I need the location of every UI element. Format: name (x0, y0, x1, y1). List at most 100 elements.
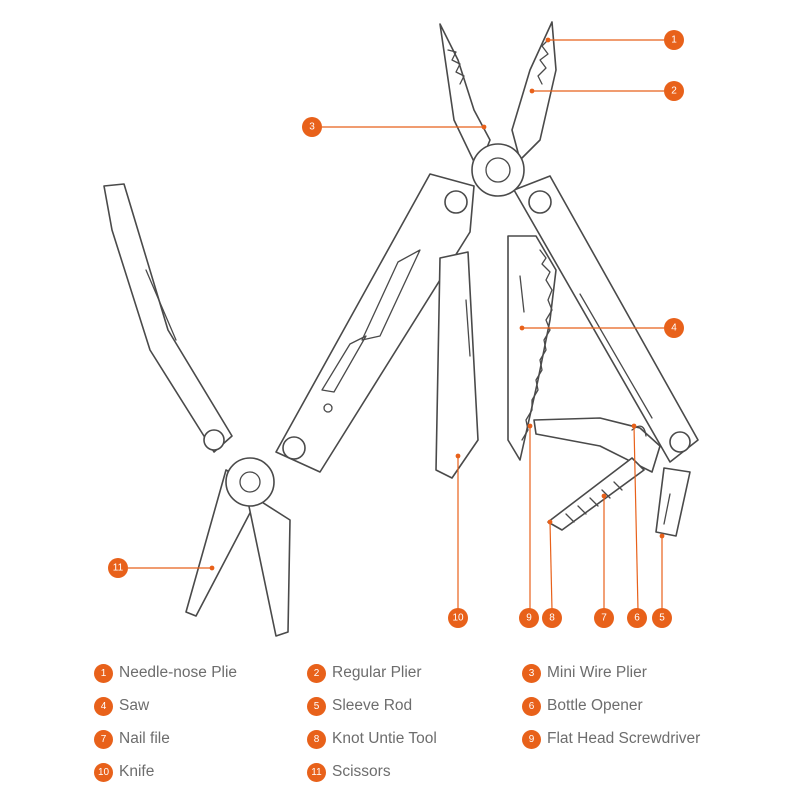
middle-handle-rivet (282, 436, 306, 460)
svg-text:4: 4 (671, 323, 677, 334)
svg-text:11: 11 (113, 563, 124, 574)
callout-badge-3: 3 (302, 117, 322, 137)
saw-slot (519, 275, 525, 313)
legend-item: 10 Knife (94, 760, 154, 784)
callout-badge-8: 8 (542, 608, 562, 628)
anchor-4 (519, 325, 525, 331)
legend-label: Nail file (119, 730, 170, 747)
svg-text:9: 9 (526, 613, 532, 624)
plier-pivot-inner (485, 157, 511, 183)
legend-label: Regular Plier (332, 664, 422, 681)
bottle-opener-arm (533, 417, 661, 473)
legend-badge: 8 (307, 729, 326, 749)
legend-badge: 6 (522, 696, 541, 716)
legend-badge: 11 (307, 762, 326, 782)
knife-blade-groove (465, 299, 471, 357)
legend: 1 Needle-nose Plie 2 Regular Plier 3 Min… (0, 655, 800, 795)
legend-badge: 9 (522, 729, 541, 749)
anchor-8 (547, 519, 553, 525)
sleeve-rod-slot (663, 493, 671, 525)
svg-text:6: 6 (634, 613, 640, 624)
middle-handle-slot-1 (361, 249, 421, 341)
middle-handle-hole (323, 403, 333, 413)
legend-badge: 4 (94, 696, 113, 716)
anchor-3 (481, 124, 487, 130)
middle-handle-slot-2 (321, 335, 367, 393)
anchor-1 (545, 37, 551, 43)
callout-lines (128, 37, 665, 611)
legend-badge: 3 (522, 663, 541, 683)
legend-item: 9 Flat Head Screwdriver (522, 727, 700, 751)
saw-teeth (521, 249, 553, 441)
legend-item: 11 Scissors (307, 760, 391, 784)
legend-label: Bottle Opener (547, 697, 643, 714)
anchor-10 (455, 453, 461, 459)
legend-item: 2 Regular Plier (307, 661, 422, 685)
callout-badge-7: 7 (594, 608, 614, 628)
middle-handle-top-rivet (444, 190, 468, 214)
legend-badge: 5 (307, 696, 326, 716)
scissors-blade-right (245, 491, 291, 637)
legend-item: 8 Knot Untie Tool (307, 727, 437, 751)
legend-label: Knife (119, 763, 155, 780)
legend-label: Scissors (332, 763, 391, 780)
right-handle (513, 175, 699, 463)
middle-handle (275, 173, 475, 473)
callout-badge-6: 6 (627, 608, 647, 628)
multitool-illustration: 1 2 3 4 5 6 7 8 9 10 11 (103, 21, 699, 637)
plier-teeth-left (447, 49, 465, 85)
plier-pivot (471, 143, 525, 197)
svg-text:5: 5 (659, 613, 665, 624)
legend-item: 4 Saw (94, 694, 149, 718)
callout-badge-9: 9 (519, 608, 539, 628)
legend-item: 5 Sleeve Rod (307, 694, 412, 718)
right-handle-rail (579, 293, 653, 419)
saw-blade (507, 235, 557, 461)
legend-label: Mini Wire Plier (547, 664, 647, 681)
legend-label: Sleeve Rod (332, 697, 413, 714)
plier-jaw-left (439, 23, 491, 171)
right-handle-bottom-rivet (669, 431, 691, 453)
scissors-pivot (225, 457, 275, 507)
legend-badge: 2 (307, 663, 326, 683)
legend-item: 3 Mini Wire Plier (522, 661, 647, 685)
left-handle-slot (145, 269, 177, 341)
legend-item: 7 Nail file (94, 727, 170, 751)
legend-label: Flat Head Screwdriver (547, 730, 701, 747)
scissors-pivot-inner (239, 471, 261, 493)
nail-file (547, 457, 645, 531)
svg-text:3: 3 (309, 122, 315, 133)
legend-item: 1 Needle-nose Plie (94, 661, 237, 685)
legend-item: 6 Bottle Opener (522, 694, 643, 718)
scissors-rivet (203, 429, 225, 451)
callout-badge-11: 11 (108, 558, 128, 578)
legend-badge: 7 (94, 729, 113, 749)
legend-label: Knot Untie Tool (332, 730, 437, 747)
anchor-2 (529, 88, 535, 94)
left-handle (103, 183, 233, 453)
callout-badge-1: 1 (664, 30, 684, 50)
plier-teeth-right (537, 39, 549, 85)
anchor-6 (631, 423, 637, 429)
leader-6 (633, 425, 639, 611)
callout-badge-2: 2 (664, 81, 684, 101)
svg-text:2: 2 (671, 86, 677, 97)
legend-label: Saw (119, 697, 150, 714)
callout-badge-5: 5 (652, 608, 672, 628)
callout-badge-10: 10 (448, 608, 468, 628)
right-handle-rivet (528, 190, 552, 214)
anchor-11 (209, 565, 215, 571)
svg-text:10: 10 (452, 613, 464, 624)
legend-badge: 1 (94, 663, 113, 683)
svg-text:1: 1 (671, 35, 677, 46)
anchor-9 (527, 423, 533, 429)
callout-badge-4: 4 (664, 318, 684, 338)
nail-file-pattern (565, 481, 623, 523)
svg-text:7: 7 (601, 613, 607, 624)
knife-blade (435, 251, 479, 479)
anchor-7 (601, 493, 607, 499)
sleeve-rod (655, 467, 691, 537)
leader-8 (549, 521, 553, 611)
legend-label: Needle-nose Plie (119, 664, 238, 681)
